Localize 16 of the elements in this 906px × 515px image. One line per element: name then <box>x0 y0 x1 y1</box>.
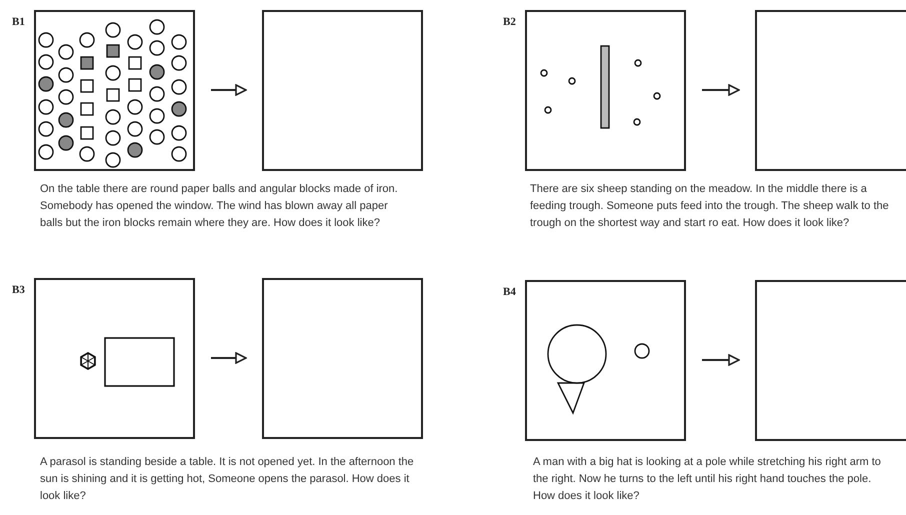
arrow <box>702 84 740 96</box>
answer-box <box>755 280 906 441</box>
panel-label: B2 <box>503 16 516 28</box>
answer-box <box>262 10 423 171</box>
answer-box <box>262 278 423 439</box>
panel-label: B1 <box>12 16 25 28</box>
question-text: A parasol is standing beside a table. It is not opened yet. In the afternoon the sun is shining and it is getting hot, Someone opens the parasol. How does it look like? <box>40 455 415 504</box>
answer-box <box>755 10 906 171</box>
arrow <box>702 354 740 366</box>
arrow <box>211 84 247 96</box>
question-text: On the table there are round paper balls and angular blocks made of iron. Somebody has opened the window. The wind has blown away all paper balls but the iron blocks remain where they are. How does it look like? <box>40 182 399 231</box>
arrow <box>211 352 247 364</box>
question-text: A man with a big hat is looking at a pole while stretching his right arm to the right. Now he turns to the left until his right hand touches the pole. How does it look like? <box>533 455 882 504</box>
panel-label: B4 <box>503 286 516 298</box>
question-text: There are six sheep standing on the meadow. In the middle there is a feeding trough. Someone puts feed into the trough. The sheep walk to the trough on the shortest way and start ro eat. How does it look like? <box>530 182 890 231</box>
panel-label: B3 <box>12 284 25 296</box>
